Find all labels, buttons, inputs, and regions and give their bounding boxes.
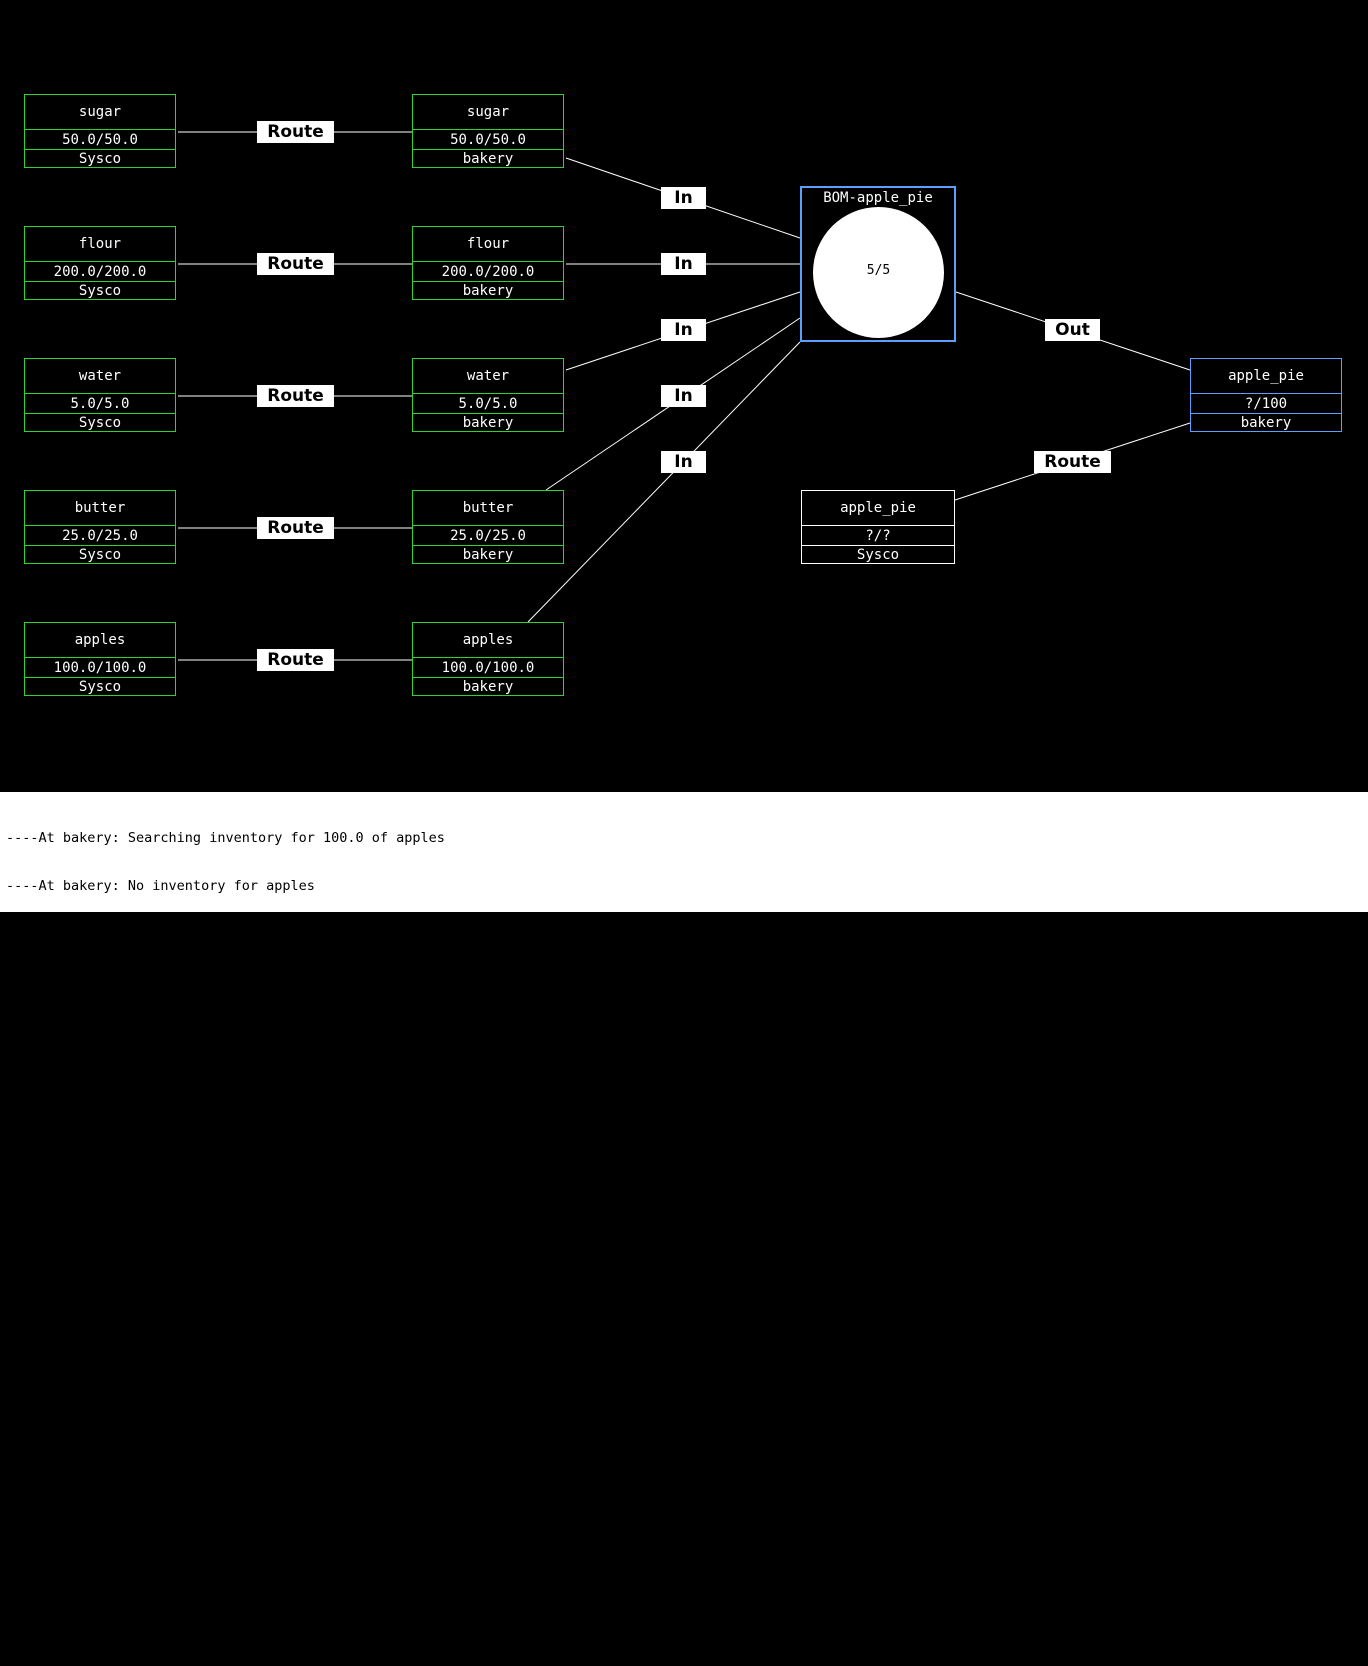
node-site: bakery	[413, 149, 563, 170]
node-title: flour	[78, 236, 122, 252]
node-title: water	[78, 368, 122, 384]
edge-label-route-sugar: Route	[257, 121, 334, 143]
log-line: ----At bakery: Found 100.0/100.0 on edge…	[6, 1022, 575, 1038]
node-title: water	[466, 368, 510, 384]
node-sugar-sysco[interactable]: sugar 50.0/50.0 Sysco	[24, 94, 176, 168]
edge-label-route-pie: Route	[1034, 451, 1111, 473]
log-line: ----At bakery: Searching inventory for 1…	[6, 830, 445, 846]
node-quantity: 25.0/25.0	[413, 525, 563, 546]
bom-progress-text: 5/5	[866, 263, 891, 278]
node-title: flour	[466, 236, 510, 252]
node-sugar-bakery[interactable]: sugar 50.0/50.0 bakery	[412, 94, 564, 168]
node-quantity: 25.0/25.0	[25, 525, 175, 546]
node-quantity: 100.0/100.0	[25, 657, 175, 678]
node-apple-pie-sysco[interactable]: apple_pie ?/? Sysco	[801, 490, 955, 564]
node-apples-bakery[interactable]: apples 100.0/100.0 bakery	[412, 622, 564, 696]
node-quantity: 5.0/5.0	[25, 393, 175, 414]
edge-label-in-water: In	[661, 319, 706, 341]
brand-subtitle: Supply Planning Visualized	[1071, 1645, 1353, 1666]
node-title: sugar	[78, 104, 122, 120]
edge-label-in-flour: In	[661, 253, 706, 275]
edge-label-route-water: Route	[257, 385, 334, 407]
edge-label-route-flour: Route	[257, 253, 334, 275]
node-quantity: 50.0/50.0	[25, 129, 175, 150]
node-title: apple_pie	[840, 500, 916, 516]
node-quantity: 5.0/5.0	[413, 393, 563, 414]
node-quantity: 200.0/200.0	[25, 261, 175, 282]
node-title: butter	[74, 500, 126, 516]
node-quantity: 200.0/200.0	[413, 261, 563, 282]
log-lines: ----At bakery: Searching inventory for 1…	[6, 798, 583, 1118]
node-title: sugar	[466, 104, 510, 120]
node-quantity: 50.0/50.0	[413, 129, 563, 150]
bom-progress-circle: 5/5	[813, 207, 944, 338]
node-quantity: ?/?	[802, 525, 954, 546]
node-apples-sysco[interactable]: apples 100.0/100.0 Sysco	[24, 622, 176, 696]
brand-title: Chaos Planning	[1071, 1614, 1291, 1644]
node-site: bakery	[413, 677, 563, 698]
node-water-sysco[interactable]: water 5.0/5.0 Sysco	[24, 358, 176, 432]
node-apple-pie-bakery[interactable]: apple_pie ?/100 bakery	[1190, 358, 1342, 432]
node-site: bakery	[1191, 413, 1341, 434]
node-site: Sysco	[802, 545, 954, 566]
node-butter-sysco[interactable]: butter 25.0/25.0 Sysco	[24, 490, 176, 564]
bom-title: BOM-apple_pie	[823, 190, 933, 206]
node-title: apples	[74, 632, 126, 648]
bom-node[interactable]: BOM-apple_pie 5/5	[800, 186, 956, 342]
log-line: ----At bakery: Searching rank 1.0 BodEdg…	[6, 926, 584, 942]
edge-label-route-butter: Route	[257, 517, 334, 539]
node-site: Sysco	[25, 677, 175, 698]
diagram-canvas: Route Route Route Route Route Route In I…	[0, 0, 1368, 792]
edge-label-route-apples: Route	[257, 649, 334, 671]
log-line: ------At Sysco: Genesis Node for apples.…	[6, 974, 535, 990]
node-quantity: 100.0/100.0	[413, 657, 563, 678]
log-line: ----At bakery: No inventory for apples	[6, 878, 315, 894]
node-site: Sysco	[25, 149, 175, 170]
node-site: Sysco	[25, 281, 175, 302]
edge-in-apples	[527, 341, 801, 623]
node-title: apple_pie	[1228, 368, 1304, 384]
node-site: bakery	[413, 545, 563, 566]
log-line: ----At bakery: Found all supply. Done se…	[6, 1070, 575, 1086]
node-site: bakery	[413, 281, 563, 302]
node-flour-sysco[interactable]: flour 200.0/200.0 Sysco	[24, 226, 176, 300]
node-quantity: ?/100	[1191, 393, 1341, 414]
node-site: Sysco	[25, 545, 175, 566]
node-butter-bakery[interactable]: butter 25.0/25.0 bakery	[412, 490, 564, 564]
node-water-bakery[interactable]: water 5.0/5.0 bakery	[412, 358, 564, 432]
node-site: Sysco	[25, 413, 175, 434]
node-title: butter	[462, 500, 514, 516]
edge-label-in-apples: In	[661, 451, 706, 473]
node-flour-bakery[interactable]: flour 200.0/200.0 bakery	[412, 226, 564, 300]
node-site: bakery	[413, 413, 563, 434]
edge-label-in-butter: In	[661, 385, 706, 407]
edge-label-in-sugar: In	[661, 187, 706, 209]
node-title: apples	[462, 632, 514, 648]
edge-label-out: Out	[1045, 319, 1100, 341]
log-panel: ----At bakery: Searching inventory for 1…	[0, 792, 1368, 1666]
